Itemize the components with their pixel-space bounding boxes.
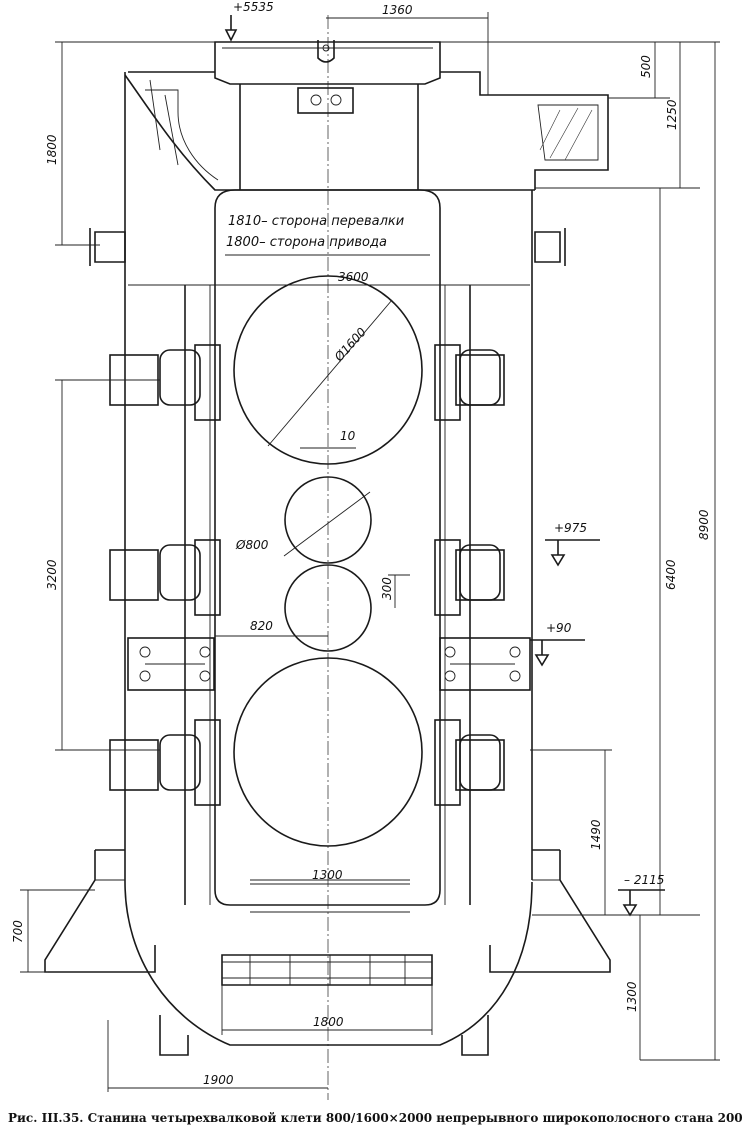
dim-820: 820 bbox=[250, 619, 273, 633]
dim-d800: Ø800 bbox=[235, 538, 269, 552]
dim-10: 10 bbox=[340, 429, 356, 443]
chocks bbox=[109, 40, 531, 806]
dim-3600: 3600 bbox=[338, 270, 369, 284]
dim-1490: 1490 bbox=[589, 819, 603, 850]
dim-3200: 3200 bbox=[45, 559, 59, 590]
rolls bbox=[233, 15, 423, 1100]
labels: +5535 1360 500 1250 1800 1810– сторона п… bbox=[11, 0, 711, 1087]
dimension-lines bbox=[20, 12, 720, 1092]
elevation-90: +90 bbox=[546, 621, 572, 635]
note-line-2: 1800– сторона привода bbox=[226, 235, 387, 250]
elevation-5535: +5535 bbox=[233, 0, 274, 14]
dim-1800-bottom: 1800 bbox=[313, 1015, 344, 1029]
dim-1800-left: 1800 bbox=[45, 134, 59, 165]
rolling-stand-frame-drawing: +5535 1360 500 1250 1800 1810– сторона п… bbox=[11, 0, 720, 1100]
dim-d1600: Ø1600 bbox=[331, 325, 369, 365]
dim-1250: 1250 bbox=[665, 99, 679, 130]
elevation-975: +975 bbox=[554, 521, 587, 535]
dim-1900: 1900 bbox=[203, 1073, 234, 1087]
frame-outline bbox=[44, 41, 611, 1056]
dim-300: 300 bbox=[380, 577, 394, 600]
figure-caption: Рис. III.35. Станина четырехвалковой кле… bbox=[8, 1111, 742, 1125]
dim-700: 700 bbox=[11, 920, 25, 943]
dim-6400: 6400 bbox=[664, 559, 678, 590]
dim-1360: 1360 bbox=[382, 3, 413, 17]
note-line-1: 1810– сторона перевалки bbox=[228, 214, 404, 229]
dim-1300-top: 1300 bbox=[312, 868, 343, 882]
elevation-2115: – 2115 bbox=[624, 873, 664, 887]
elevation-markers bbox=[224, 15, 665, 917]
dim-8900: 8900 bbox=[697, 509, 711, 540]
dim-1300-right: 1300 bbox=[625, 981, 639, 1012]
dim-500: 500 bbox=[639, 55, 653, 78]
